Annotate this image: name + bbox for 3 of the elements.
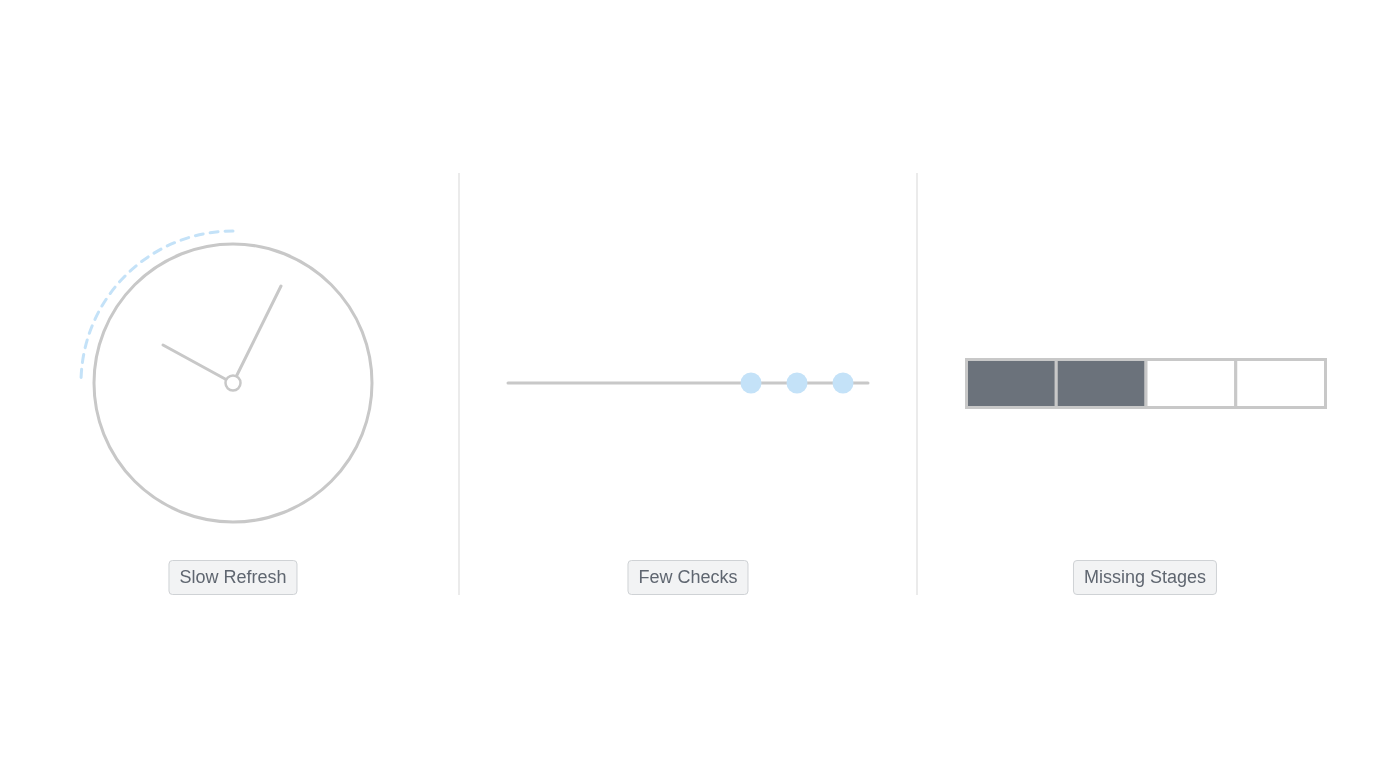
label-tag: Slow Refresh [168,560,298,595]
label-tag: Missing Stages [1072,560,1218,595]
label-tag: Few Checks [627,560,749,595]
